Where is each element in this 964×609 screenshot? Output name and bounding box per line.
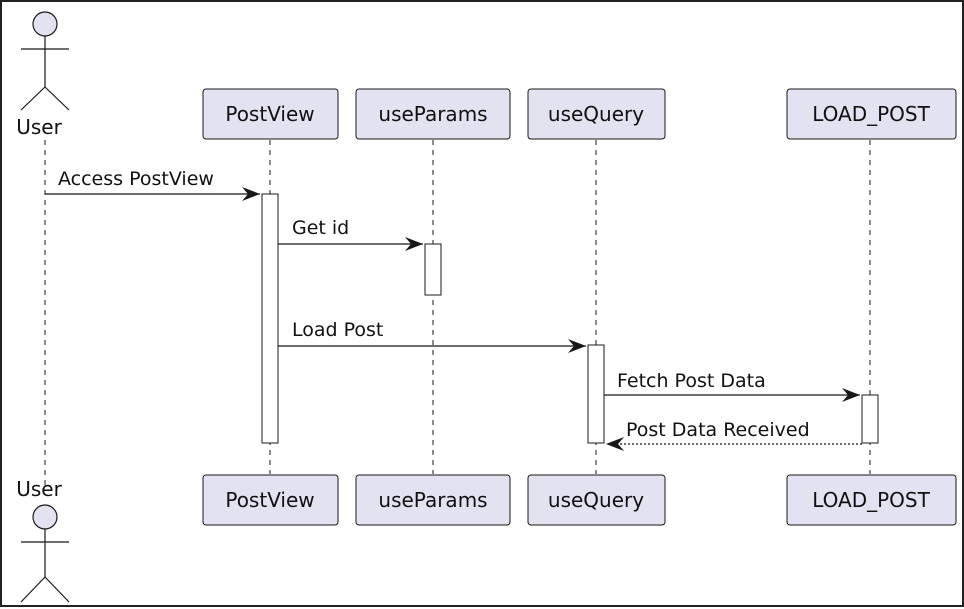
participant-usequery-bottom: useQuery bbox=[527, 474, 666, 526]
activation-postview bbox=[261, 193, 279, 444]
actor-user-bottom: User bbox=[16, 477, 70, 603]
participant-label: User bbox=[16, 115, 62, 139]
participant-label: useParams bbox=[378, 488, 487, 512]
participant-label: LOAD_POST bbox=[812, 102, 930, 126]
activation-load-post bbox=[861, 394, 879, 444]
message-fetch-post-data: Fetch Post Data bbox=[604, 370, 860, 402]
participant-label: PostView bbox=[225, 488, 314, 512]
participant-load-post-bottom: LOAD_POST bbox=[786, 474, 957, 526]
message-load-post: Load Post bbox=[278, 319, 586, 353]
participant-usequery-top: useQuery bbox=[527, 88, 666, 140]
message-label: Load Post bbox=[292, 319, 383, 341]
activation-useparams bbox=[424, 243, 442, 296]
message-get-id: Get id bbox=[278, 217, 423, 251]
participant-label: User bbox=[16, 477, 62, 501]
message-label: Fetch Post Data bbox=[617, 370, 766, 392]
participant-useparams-top: useParams bbox=[355, 88, 511, 140]
participant-label: useQuery bbox=[548, 102, 644, 126]
participant-load-post-top: LOAD_POST bbox=[786, 88, 957, 140]
message-label: Post Data Received bbox=[626, 419, 810, 441]
participant-label: useQuery bbox=[548, 488, 644, 512]
actor-user-top: User bbox=[16, 11, 70, 139]
activation-usequery bbox=[587, 344, 605, 444]
participant-label: useParams bbox=[378, 102, 487, 126]
participant-useparams-bottom: useParams bbox=[355, 474, 511, 526]
actor-head-icon bbox=[32, 11, 58, 37]
participant-label: PostView bbox=[225, 102, 314, 126]
participant-postview-top: PostView bbox=[202, 88, 339, 140]
message-label: Access PostView bbox=[58, 168, 214, 190]
participant-postview-bottom: PostView bbox=[202, 474, 339, 526]
actor-head-icon bbox=[32, 504, 58, 530]
message-post-data-received: Post Data Received bbox=[606, 419, 862, 451]
message-label: Get id bbox=[292, 217, 349, 239]
message-access-postview: Access PostView bbox=[45, 168, 260, 201]
participant-label: LOAD_POST bbox=[812, 488, 930, 512]
